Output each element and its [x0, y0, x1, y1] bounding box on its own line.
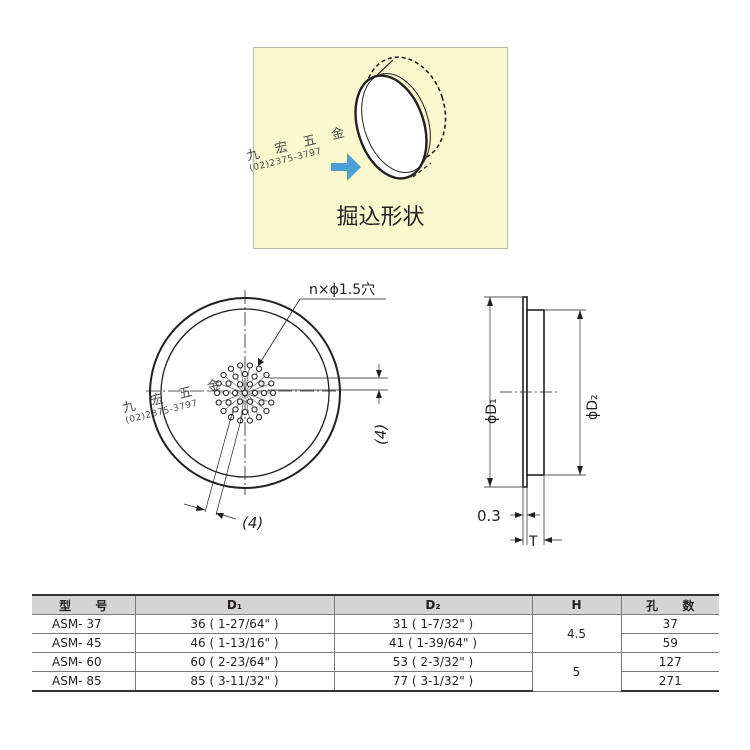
table-row: ASM- 45 46 ( 1-13/16" ) 41 ( 1-39/64" ) …	[32, 633, 719, 653]
cell-d1: 60 ( 2-23/64" )	[134, 652, 335, 672]
hole	[260, 389, 268, 397]
recess-illustration	[331, 56, 447, 181]
hole	[215, 399, 222, 406]
hole	[263, 407, 270, 415]
d1-label: ϕD₁	[484, 398, 500, 424]
table-header-row: 型 号 D₁ D₂ H 孔 数	[32, 594, 719, 615]
table-row: ASM- 37 36 ( 1-27/64" ) 31 ( 1-7/32" ) 4…	[32, 614, 719, 653]
front-view-drawing: n×ϕ1.5穴 (4) (4)	[146, 282, 390, 532]
hole	[246, 417, 253, 424]
hole	[268, 399, 275, 406]
hole	[222, 389, 230, 397]
hole	[237, 362, 244, 369]
cell-h: 4.5	[531, 614, 622, 653]
illustration-caption: 掘込形状	[336, 205, 425, 230]
cell-hole-count: 127	[620, 652, 719, 672]
cell-d2: 53 ( 2-3/32" )	[333, 652, 533, 672]
hole	[227, 365, 235, 372]
hole-label: n×ϕ1.5穴	[309, 282, 375, 298]
hole	[220, 371, 227, 379]
side-view-drawing: ϕD₁ ϕD₂ 0.3 T	[477, 296, 601, 550]
cell-d1: 36 ( 1-27/64" )	[134, 614, 335, 634]
column-header-d2: D₂	[333, 594, 533, 615]
hole	[251, 389, 259, 397]
cell-d1: 46 ( 1-13/16" )	[134, 633, 335, 653]
cell-hole-count: 37	[620, 614, 719, 634]
hole	[269, 389, 277, 397]
hole	[215, 380, 222, 387]
hole	[258, 380, 265, 387]
cell-hole-count: 59	[620, 633, 719, 653]
flange-thickness-label: 0.3	[477, 507, 501, 525]
hole	[251, 373, 258, 380]
insert-arrow-icon	[331, 153, 361, 181]
t-label: T	[528, 534, 538, 550]
hole	[246, 362, 253, 369]
cell-hole-count: 271	[620, 671, 719, 692]
table-row: ASM- 85 85 ( 3-11/32" ) 77 ( 3-1/32" ) 2…	[32, 671, 719, 692]
hole	[255, 414, 263, 421]
hole	[251, 406, 258, 413]
hole	[232, 373, 239, 380]
hole	[241, 408, 249, 416]
column-header-d1: D₁	[134, 594, 335, 615]
hole-pattern	[213, 362, 277, 424]
hole	[255, 365, 263, 372]
column-header-hole-count: 孔 数	[620, 594, 719, 615]
hole	[236, 398, 244, 405]
hole	[231, 389, 239, 397]
hole	[268, 380, 275, 387]
cell-d1: 85 ( 3-11/32" )	[134, 671, 335, 692]
cell-d2: 31 ( 1-7/32" )	[333, 614, 533, 634]
hole	[246, 381, 254, 388]
cell-model: ASM- 85	[32, 671, 136, 692]
hole	[241, 389, 249, 397]
hole	[241, 370, 249, 378]
hole	[263, 371, 270, 379]
column-header-model: 型 号	[32, 594, 136, 615]
cell-model: ASM- 60	[32, 652, 136, 672]
column-header-h: H	[531, 594, 622, 615]
cell-d2: 77 ( 3-1/32" )	[333, 671, 533, 692]
hole	[220, 407, 227, 415]
hole	[246, 398, 254, 405]
right-pitch-label: (4)	[372, 424, 390, 445]
hole	[225, 380, 232, 387]
cell-d2: 41 ( 1-39/64" )	[333, 633, 533, 653]
hole	[225, 399, 232, 406]
hole	[236, 381, 244, 388]
table-row: ASM- 60 60 ( 2-23/64" ) 53 ( 2-3/32" ) 5…	[32, 652, 719, 692]
spec-table: 型 号 D₁ D₂ H 孔 数 ASM- 37 36 ( 1-27/64" ) …	[32, 594, 719, 692]
cell-h: 5	[531, 652, 622, 692]
bottom-pitch-label: (4)	[242, 514, 263, 532]
d2-label: ϕD₂	[585, 394, 601, 420]
hole	[232, 406, 239, 413]
hole	[213, 389, 221, 397]
cell-model: ASM- 37	[32, 614, 136, 634]
cell-model: ASM- 45	[32, 633, 136, 653]
hole	[258, 399, 265, 406]
